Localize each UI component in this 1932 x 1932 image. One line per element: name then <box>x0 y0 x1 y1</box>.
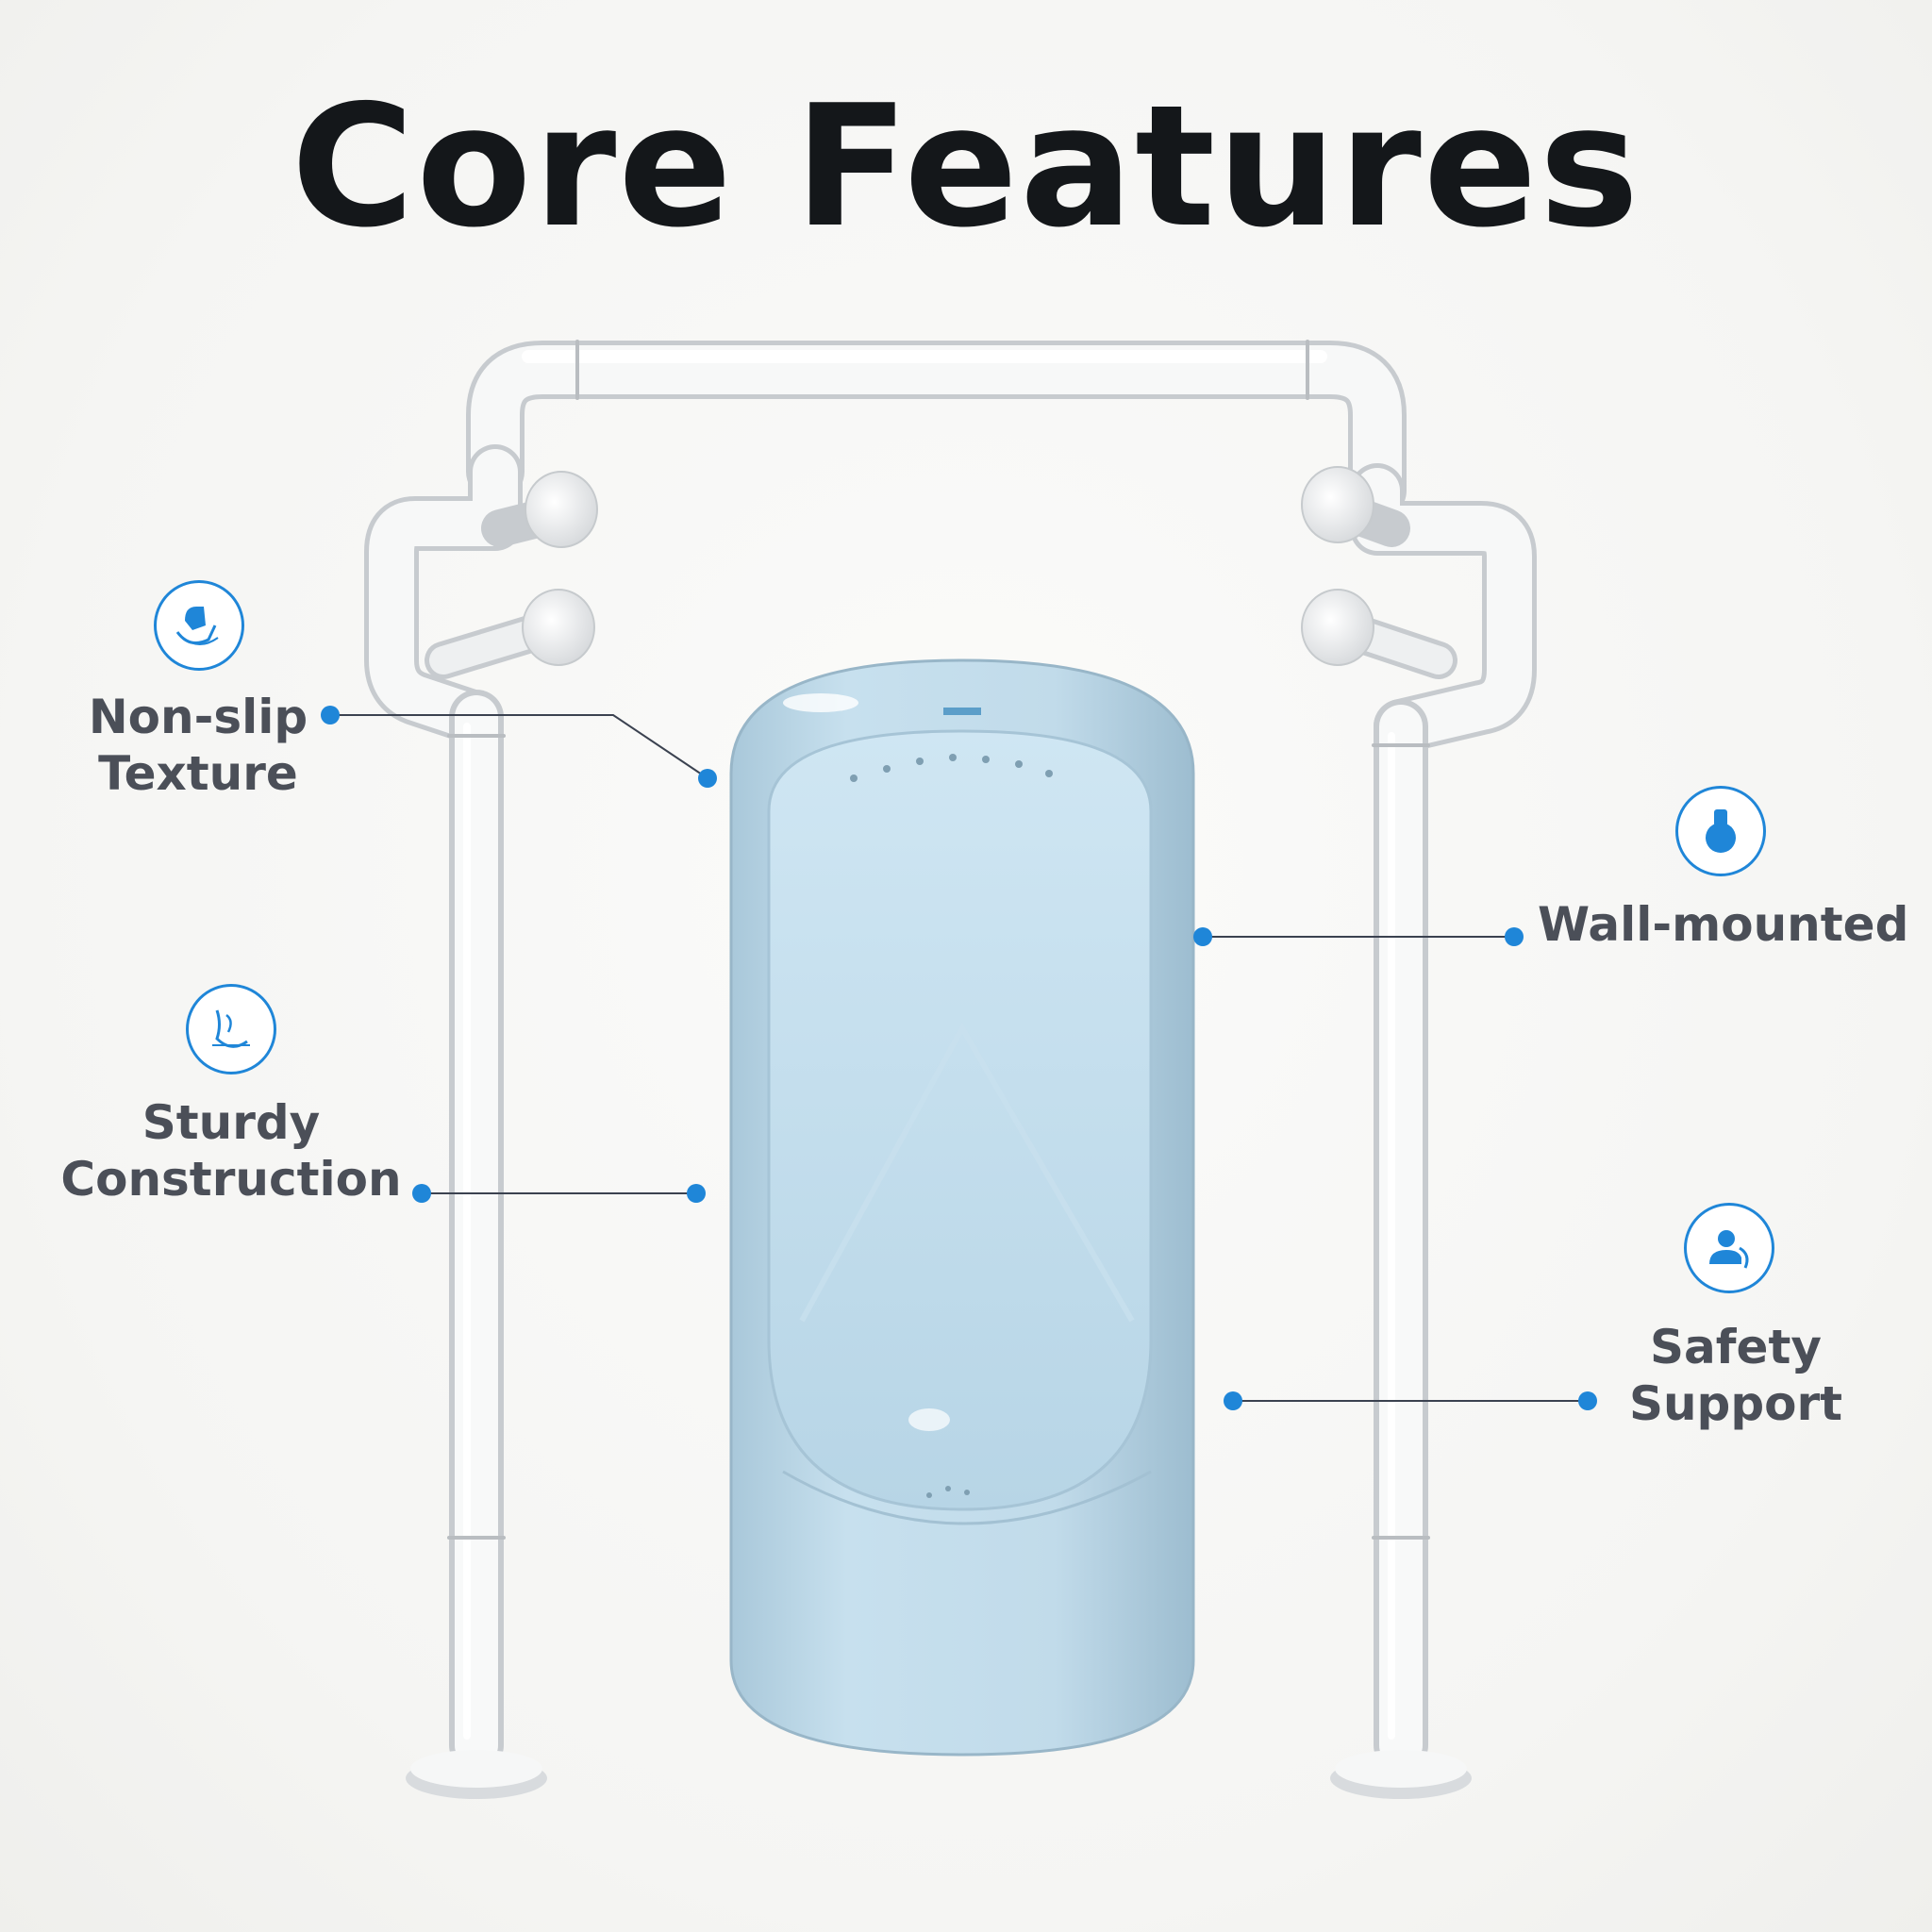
wall-flanges <box>522 466 1374 666</box>
callout-safety <box>1224 1391 1597 1410</box>
safety-person-icon <box>1684 1203 1774 1293</box>
page-title: Core Features <box>291 69 1641 264</box>
wall-mount-drop-icon <box>1675 786 1766 876</box>
callout-sturdy <box>412 1184 706 1203</box>
floor-bases <box>406 1750 1472 1799</box>
feature-label-sturdy: Sturdy Construction <box>60 1095 402 1207</box>
sturdy-arm-icon <box>186 984 276 1074</box>
urinal <box>729 658 1195 1757</box>
feature-label-safety: Safety Support <box>1628 1320 1843 1431</box>
callout-non-slip <box>321 706 717 788</box>
callout-wall-mounted <box>1193 927 1524 946</box>
feature-label-non-slip: Non-slip Texture <box>88 690 308 801</box>
non-slip-hand-icon <box>154 580 244 671</box>
feature-label-wall-mounted: Wall-mounted <box>1538 897 1909 952</box>
